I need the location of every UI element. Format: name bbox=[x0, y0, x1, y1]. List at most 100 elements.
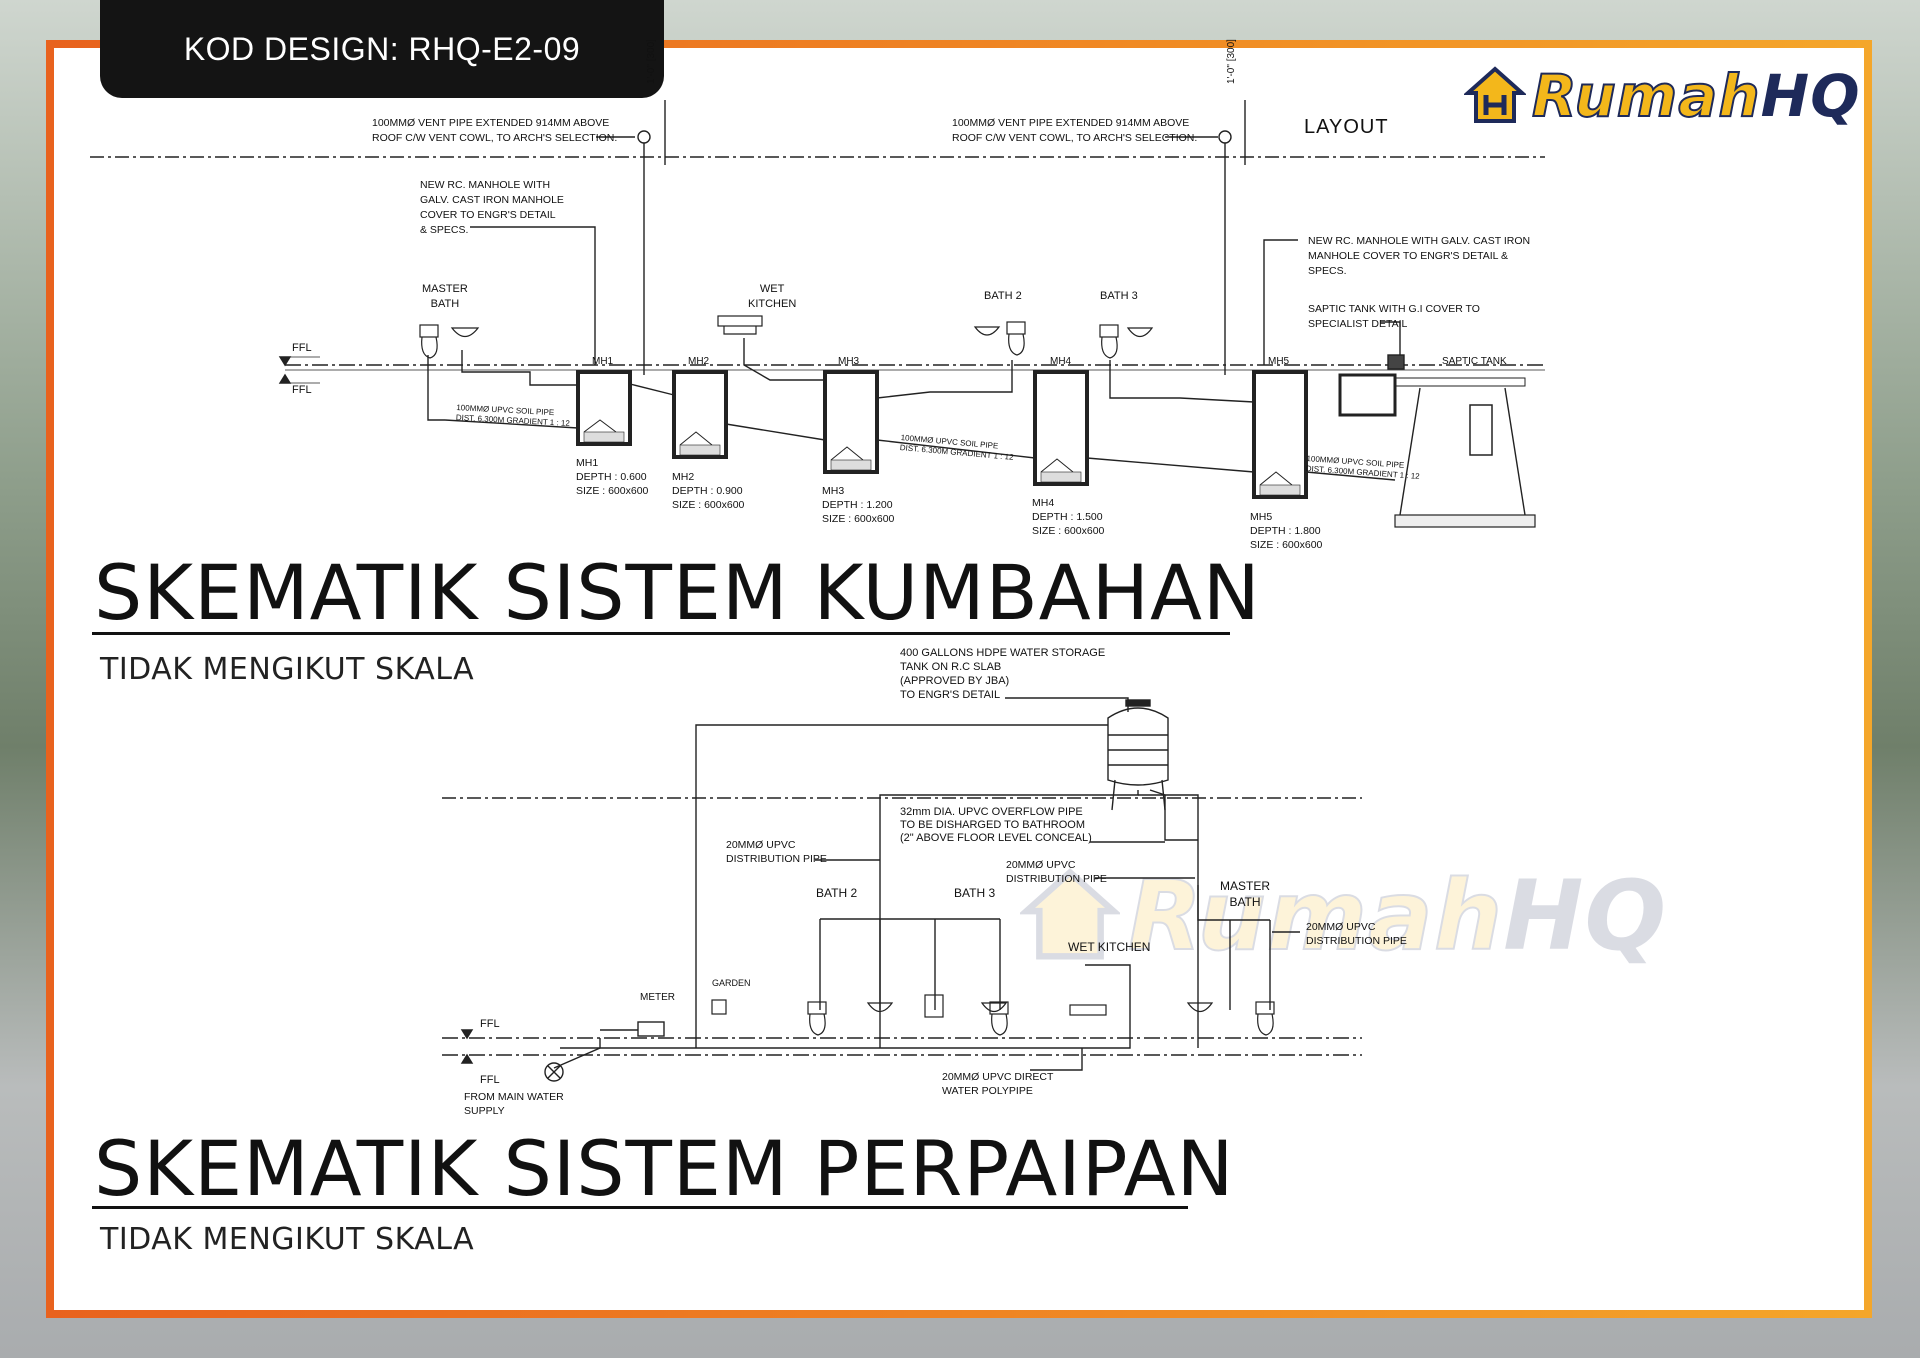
manhole-note-line-2: GALV. CAST IRON MANHOLE bbox=[420, 194, 564, 206]
sewerage-title-rule bbox=[92, 632, 1230, 635]
leader-manhole-2 bbox=[1263, 239, 1298, 365]
drain-bath3 bbox=[1109, 360, 1255, 403]
mh3-size: SIZE : 600x600 bbox=[822, 513, 895, 525]
manhole-mh3 bbox=[823, 370, 879, 474]
soil-pipe-0 bbox=[444, 419, 579, 429]
plumb-room-wet-kitchen: WET KITCHEN bbox=[1068, 940, 1151, 954]
tank-note-line-3: (APPROVED BY JBA) bbox=[900, 675, 1010, 687]
ffl-marker-bot bbox=[278, 373, 292, 384]
plumb-ffl-marker-top bbox=[460, 1029, 474, 1040]
mh3-name: MH3 bbox=[822, 485, 845, 497]
plumbing-schematic bbox=[442, 697, 1362, 1082]
mh1-size: SIZE : 600x600 bbox=[576, 485, 649, 497]
mh1-info: MH1 DEPTH : 0.600 SIZE : 600x600 bbox=[576, 456, 648, 498]
septic-note-line-1: SAPTIC TANK WITH G.I COVER TO bbox=[1308, 303, 1480, 315]
overflow-note-line-1: 32mm DIA. UPVC OVERFLOW PIPE bbox=[900, 806, 1083, 818]
vent-note-2-line-1: 100MMØ VENT PIPE EXTENDED 914MM ABOVE bbox=[952, 117, 1190, 129]
brand-name: RumahHQ bbox=[1531, 61, 1861, 131]
drain-master-basin bbox=[461, 350, 578, 386]
manhole-note: NEW RC. MANHOLE WITH GALV. CAST IRON MAN… bbox=[420, 178, 564, 238]
plumb-room-bath-3: BATH 3 bbox=[954, 886, 996, 900]
plumb-room-master-line-1: MASTER bbox=[1220, 879, 1271, 893]
brand-logo: RumahHQ bbox=[1464, 61, 1861, 131]
dist-pipe-1-line-1: 20MMØ UPVC bbox=[726, 839, 796, 851]
watermark-name-b: HQ bbox=[1503, 860, 1668, 972]
plumb-room-bath-2: BATH 2 bbox=[816, 886, 858, 900]
supply-entry bbox=[553, 1038, 601, 1069]
septic-note-line-2: SPECIALIST DETAIL bbox=[1308, 318, 1408, 330]
vent-cap-1 bbox=[637, 130, 651, 144]
soil-pipe-3 bbox=[876, 439, 1036, 459]
mh4-tag: MH4 bbox=[1050, 356, 1072, 367]
plumb-ffl-top-label: FFL bbox=[480, 1018, 500, 1030]
dist-pipe-1-line-2: DISTRIBUTION PIPE bbox=[726, 853, 827, 865]
septic-note: SAPTIC TANK WITH G.I COVER TO SPECIALIST… bbox=[1308, 302, 1480, 332]
sewerage-schematic bbox=[90, 100, 1545, 528]
mh3-depth: DEPTH : 1.200 bbox=[822, 499, 893, 511]
mh5-name: MH5 bbox=[1250, 511, 1273, 523]
soil-pipe-1 bbox=[629, 383, 675, 396]
supply-riser bbox=[695, 724, 1108, 1048]
mh2-info: MH2 DEPTH : 0.900 SIZE : 600x600 bbox=[672, 470, 744, 512]
plumb-room-master-line-2: BATH bbox=[1229, 895, 1261, 909]
sewerage-subtitle: TIDAK MENGIKUT SKALA bbox=[100, 652, 475, 687]
overflow-note-line-3: (2" ABOVE FLOOR LEVEL CONCEAL) bbox=[900, 832, 1092, 844]
leader-direct bbox=[1030, 1048, 1083, 1071]
mh5-depth: DEPTH : 1.800 bbox=[1250, 525, 1321, 537]
tank-note: 400 GALLONS HDPE WATER STORAGE TANK ON R… bbox=[900, 646, 1105, 702]
plumbing-title-rule bbox=[92, 1206, 1188, 1209]
plumbing-title: SKEMATIK SISTEM PERPAIPAN bbox=[94, 1124, 1235, 1213]
fixtures-sewerage bbox=[419, 315, 1154, 359]
layout-label: LAYOUT bbox=[1304, 116, 1389, 138]
direct-pipe-note: 20MMØ UPVC DIRECT WATER POLYPIPE bbox=[942, 1070, 1053, 1098]
manhole-mh5 bbox=[1252, 370, 1308, 499]
supply-valve-icon bbox=[544, 1062, 564, 1082]
mh2-tag: MH2 bbox=[688, 356, 710, 367]
mh1-depth: DEPTH : 0.600 bbox=[576, 471, 647, 483]
dim-label-1: 1'-0" [300] bbox=[646, 39, 657, 84]
vent-note-1-line-2: ROOF C/W VENT COWL, TO ARCH'S SELECTION. bbox=[372, 132, 618, 144]
room-master-line-1: MASTER bbox=[422, 283, 468, 295]
manhole-mh2 bbox=[672, 370, 728, 459]
manhole-note-line-3: COVER TO ENGR'S DETAIL bbox=[420, 209, 556, 221]
mh1-name: MH1 bbox=[576, 457, 599, 469]
vent-note-2-line-2: ROOF C/W VENT COWL, TO ARCH'S SELECTION. bbox=[952, 132, 1198, 144]
tank-note-line-4: TO ENGR'S DETAIL bbox=[900, 689, 1001, 701]
mh4-size: SIZE : 600x600 bbox=[1032, 525, 1105, 537]
ffl-bot-label: FFL bbox=[292, 384, 312, 396]
room-master-line-2: BATH bbox=[430, 298, 460, 310]
manhole-mh1 bbox=[576, 370, 632, 446]
leader-manhole bbox=[470, 226, 596, 365]
garden-label: GARDEN bbox=[712, 978, 751, 988]
drain-wet-kitchen bbox=[743, 338, 825, 381]
drain-bath2 bbox=[876, 360, 1013, 399]
manhole-note-2: NEW RC. MANHOLE WITH GALV. CAST IRON MAN… bbox=[1308, 234, 1530, 279]
meter-box bbox=[637, 1021, 665, 1037]
vent-cap-2 bbox=[1218, 130, 1232, 144]
room-wet-line-2: KITCHEN bbox=[748, 298, 797, 310]
mh4-info: MH4 DEPTH : 1.500 SIZE : 600x600 bbox=[1032, 496, 1104, 538]
plumbing-subtitle: TIDAK MENGIKUT SKALA bbox=[100, 1222, 475, 1257]
septic-tank bbox=[1338, 354, 1536, 528]
manhole-note-line-4: & SPECS. bbox=[420, 224, 469, 236]
dist-riser-2 bbox=[1138, 794, 1199, 1048]
watermark-house-icon bbox=[1020, 868, 1120, 960]
main-supply-line-2: SUPPLY bbox=[464, 1105, 505, 1117]
dist-pipe-note-3: 20MMØ UPVC DISTRIBUTION PIPE bbox=[1306, 920, 1407, 948]
mh3-info: MH3 DEPTH : 1.200 SIZE : 600x600 bbox=[822, 484, 894, 526]
overflow-pipe bbox=[1149, 789, 1198, 841]
mh1-tag: MH1 bbox=[592, 356, 614, 367]
dist-pipe-note-2: 20MMØ UPVC DISTRIBUTION PIPE bbox=[1006, 858, 1107, 886]
brand-name-a: Rumah bbox=[1531, 61, 1761, 131]
mh4-depth: DEPTH : 1.500 bbox=[1032, 511, 1103, 523]
direct-water-line bbox=[696, 964, 1131, 1049]
overflow-note-line-2: TO BE DISHARGED TO BATHROOM bbox=[900, 819, 1085, 831]
mh2-name: MH2 bbox=[672, 471, 695, 483]
mh3-tag: MH3 bbox=[838, 356, 860, 367]
main-supply-line-1: FROM MAIN WATER bbox=[464, 1091, 564, 1103]
mh2-depth: DEPTH : 0.900 bbox=[672, 485, 743, 497]
tank-note-line-1: 400 GALLONS HDPE WATER STORAGE bbox=[900, 647, 1106, 659]
direct-pipe-line-2: WATER POLYPIPE bbox=[942, 1085, 1033, 1097]
plumb-ffl-marker-bot bbox=[460, 1053, 474, 1064]
